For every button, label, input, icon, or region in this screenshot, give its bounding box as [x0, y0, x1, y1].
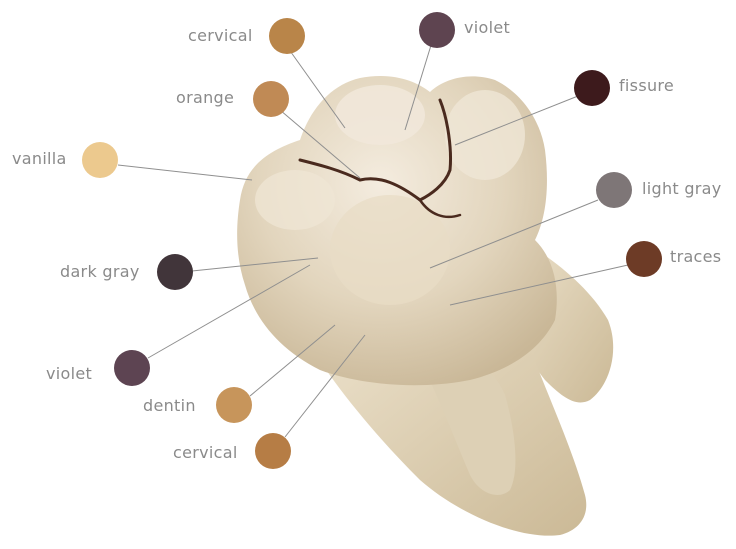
swatch-traces: [626, 241, 662, 277]
cusp-highlight: [255, 170, 335, 230]
swatch-violet-top: [419, 12, 455, 48]
swatch-cervical-top: [269, 18, 305, 54]
swatch-dentin: [216, 387, 252, 423]
label-cervical-top: cervical: [188, 28, 253, 44]
swatch-light-gray: [596, 172, 632, 208]
swatch-cervical-bottom: [255, 433, 291, 469]
swatch-orange: [253, 81, 289, 117]
label-violet-top: violet: [464, 20, 510, 36]
cusp-highlight: [445, 90, 525, 180]
label-vanilla: vanilla: [12, 151, 67, 167]
label-light-gray: light gray: [642, 181, 722, 197]
swatch-violet-bottom: [114, 350, 150, 386]
label-orange: orange: [176, 90, 234, 106]
label-violet-bottom: violet: [46, 366, 92, 382]
label-dentin: dentin: [143, 398, 196, 414]
label-traces: traces: [670, 249, 721, 265]
label-dark-gray: dark gray: [60, 264, 140, 280]
swatch-dark-gray: [157, 254, 193, 290]
label-fissure: fissure: [619, 78, 674, 94]
swatch-fissure: [574, 70, 610, 106]
cusp-highlight: [335, 85, 425, 145]
swatch-vanilla: [82, 142, 118, 178]
label-cervical-bottom: cervical: [173, 445, 238, 461]
